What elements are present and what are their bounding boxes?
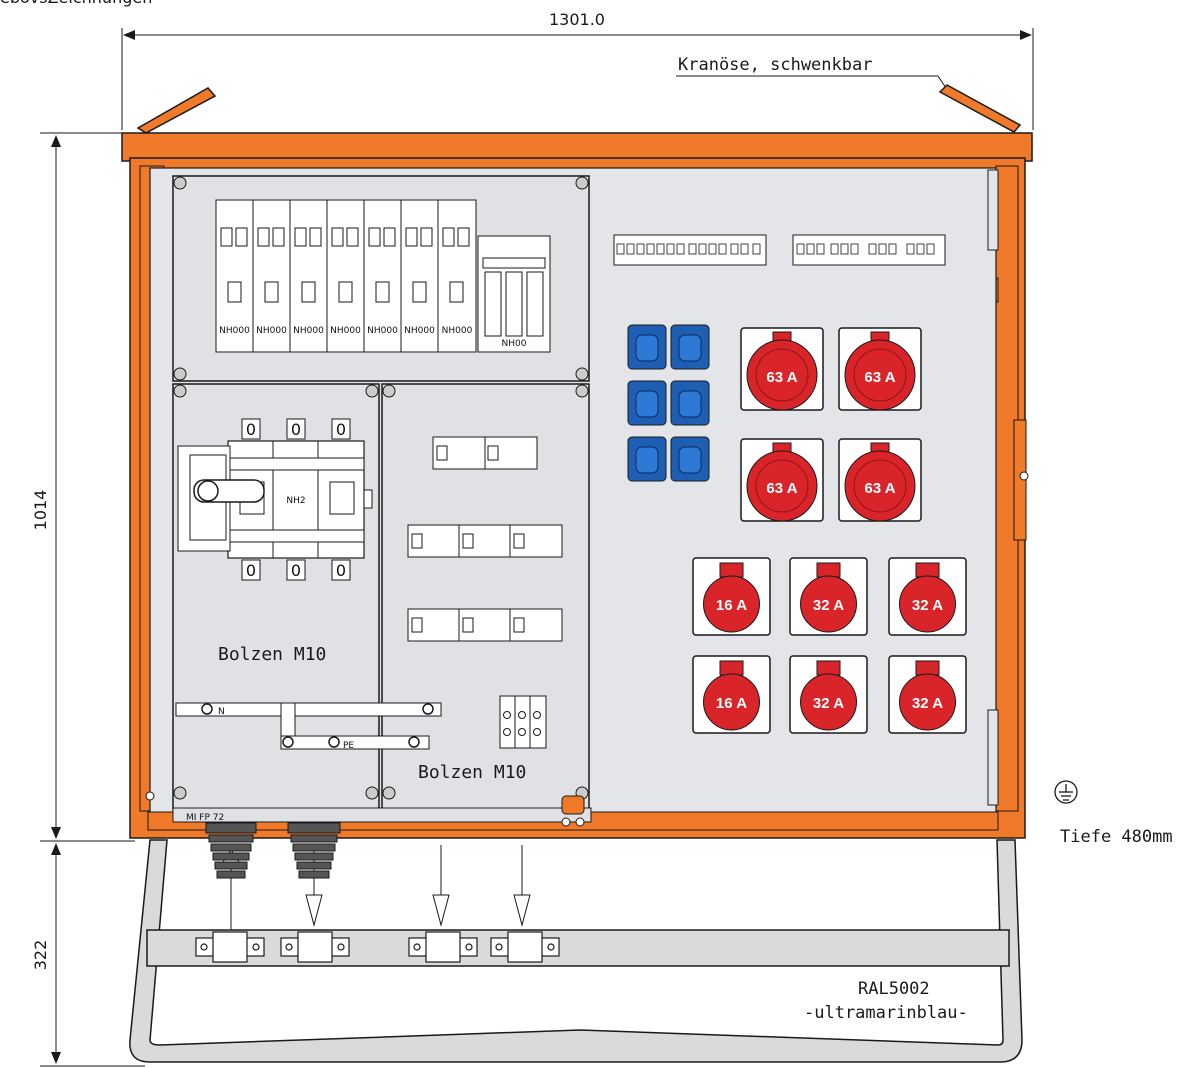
gland-plate-label: MI FP 72: [186, 813, 224, 823]
cee-socket: 16 A: [692, 557, 771, 636]
height-dimension-main: 1014: [31, 132, 135, 839]
earth-symbol: [1054, 780, 1078, 804]
fuse-label: NH000: [330, 326, 361, 336]
switch-marker: 0: [291, 420, 301, 439]
cee-socket: 32 A: [789, 655, 868, 734]
fuse-label: NH000: [219, 326, 250, 336]
depth-label: Tiefe 480mm: [1060, 827, 1173, 847]
cable-arrows: [222, 845, 531, 930]
schuko-socket: [670, 324, 710, 370]
cee-63a-group: 63 A 63 A 63 A 63 A: [740, 327, 922, 522]
socket-rating: 63 A: [766, 369, 797, 386]
height-main-value: 1014: [31, 490, 50, 531]
switch-marker: 0: [246, 561, 256, 580]
cable-glands: [205, 822, 341, 879]
crane-eye-right: [938, 84, 1022, 133]
fuse-label: NH000: [367, 326, 398, 336]
breaker-compartment: [381, 383, 590, 811]
nh00-fuse-base: NH00: [477, 235, 551, 353]
cee-small-group: 16 A 32 A 32 A 16 A 32 A: [692, 557, 967, 734]
fuse-label: NH000: [293, 326, 324, 336]
switch-marker: 0: [246, 420, 256, 439]
small-breaker-row-right: [792, 234, 946, 266]
crane-eye-left: [136, 87, 217, 134]
fuse-label: NH000: [404, 326, 435, 336]
color-code-label: RAL5002: [858, 979, 930, 999]
schuko-socket: [627, 436, 667, 482]
cee-socket-63a: 63 A: [740, 327, 824, 411]
socket-rating: 32 A: [912, 597, 943, 614]
bolt-label-right: Bolzen M10: [418, 762, 526, 783]
socket-rating: 16 A: [716, 695, 747, 712]
socket-rating: 32 A: [813, 597, 844, 614]
pe-label: PE: [343, 741, 354, 751]
switch-label: NH2: [286, 496, 305, 506]
main-switch-disconnector: NH2 0 0 0 0 0 0: [177, 418, 373, 581]
crane-eye-annotation: Kranöse, schwenkbar: [676, 55, 951, 95]
socket-rating: 32 A: [912, 695, 943, 712]
fuse-base-label: NH00: [502, 339, 527, 349]
small-breaker-row-left: [613, 234, 767, 266]
neutral-pe-bars: N PE: [175, 702, 442, 751]
neutral-label: N: [218, 707, 225, 717]
cee-socket: 32 A: [789, 557, 868, 636]
schuko-socket-group: [627, 324, 710, 482]
switch-marker: 0: [336, 420, 346, 439]
fuse-label: NH000: [442, 326, 473, 336]
schuko-socket: [670, 380, 710, 426]
schuko-socket: [627, 380, 667, 426]
cee-socket: 16 A: [692, 655, 771, 734]
cee-socket: 32 A: [888, 655, 967, 734]
fuse-label: NH000: [256, 326, 287, 336]
cee-socket: 32 A: [888, 557, 967, 636]
cee-socket-63a: 63 A: [838, 327, 922, 411]
schuko-socket: [670, 436, 710, 482]
schuko-socket: [627, 324, 667, 370]
height-dimension-frame: 322: [31, 840, 145, 1067]
bolt-label-left: Bolzen M10: [218, 644, 326, 665]
nh000-fuse-row: NH000 NH000 NH000 NH000 NH000: [215, 199, 477, 353]
gland-plate: MI FP 72: [172, 795, 592, 827]
width-value: 1301.0: [549, 10, 605, 29]
socket-rating: 63 A: [864, 369, 895, 386]
switch-marker: 0: [336, 561, 346, 580]
cee-socket-63a: 63 A: [838, 438, 922, 522]
color-name-label: -ultramarinblau-: [804, 1003, 968, 1023]
socket-rating: 16 A: [716, 597, 747, 614]
cee-socket-63a: 63 A: [740, 438, 824, 522]
socket-rating: 63 A: [766, 480, 797, 497]
width-dimension: 1301.0: [121, 10, 1034, 130]
socket-rating: 63 A: [864, 480, 895, 497]
base-clamps: [195, 931, 560, 963]
height-frame-value: 322: [31, 940, 50, 971]
header-fragment: ebovsZeichnungen: [0, 0, 152, 7]
crane-eye-label: Kranöse, schwenkbar: [678, 55, 872, 75]
switch-marker: 0: [291, 561, 301, 580]
socket-rating: 32 A: [813, 695, 844, 712]
